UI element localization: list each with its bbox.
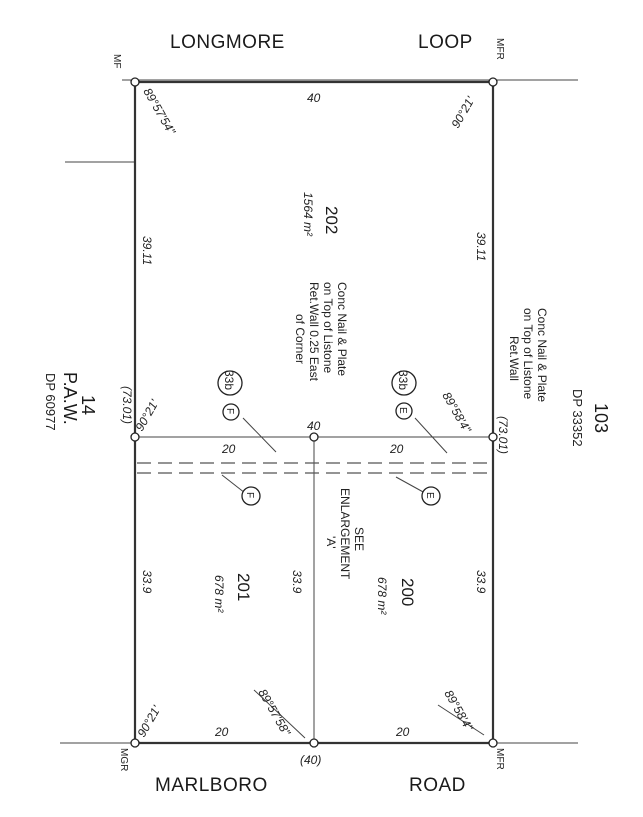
callout-33b-right-label: 33b: [396, 370, 410, 390]
callout-e-upper-circle: [395, 402, 413, 420]
survey-mark-mid-right: [488, 432, 498, 442]
distance-right-upper: 39.11: [474, 232, 488, 261]
lot-200-area: 678 m²: [375, 577, 389, 615]
note-center: Conc Nail & Plate on Top of Listone Ret.…: [293, 282, 349, 382]
bearing-bottom-left: 90°21': [134, 703, 163, 740]
bearing-mid-right: 89°58'4": [439, 390, 474, 436]
distance-middle: 40: [307, 419, 321, 433]
distance-right-total: (73.01): [496, 416, 510, 454]
street-name-loop: LOOP: [418, 32, 473, 53]
see-line-2: ENLARGEMENT: [338, 488, 352, 580]
bearing-top-left: 89°57'54": [140, 86, 178, 138]
distance-mid-right-seg: 20: [389, 442, 404, 456]
distance-left-total: (73.01): [120, 386, 134, 424]
callout-33b-left-label: 33b: [222, 370, 236, 390]
lot-200-number: 200: [398, 578, 417, 606]
distance-top: 40: [307, 91, 321, 105]
corner-mark-bottom-right: MFR: [494, 748, 505, 770]
bearing-leader-bottom: [253, 689, 306, 739]
survey-mark-mid-left: [130, 432, 140, 442]
street-name-road: ROAD: [409, 775, 466, 796]
see-line-1: SEE: [352, 527, 366, 551]
neighbour-right-lot: 103 DP 33352: [570, 389, 611, 447]
distance-mid-lower: 33.9: [290, 570, 304, 594]
bearing-leader-bottom-right: [437, 704, 485, 736]
callout-33b-left: 33b F: [217, 370, 243, 421]
distance-mid-left-seg: 20: [221, 442, 236, 456]
note-right-line-3: Ret.Wall: [507, 336, 521, 381]
lot-201-number: 201: [234, 573, 253, 601]
distance-bottom-total: (40): [300, 753, 321, 767]
survey-mark-bottom-left: [130, 738, 140, 748]
callout-e-upper-label: E: [397, 407, 408, 414]
note-right-line-2: on Top of Listone: [521, 308, 535, 400]
distance-bottom-right-seg: 20: [395, 725, 410, 739]
distance-bottom-left-seg: 20: [214, 725, 229, 739]
bearing-top-right: 90°21': [448, 94, 477, 131]
neighbour-left-paw: 14 P.A.W. DP 60977: [43, 372, 98, 431]
see-line-3: 'A': [324, 536, 338, 549]
callout-leader-lower-right: [395, 476, 426, 494]
survey-mark-bottom-right: [488, 738, 498, 748]
neighbour-left-number: 14: [78, 395, 98, 415]
note-right: Conc Nail & Plate on Top of Listone Ret.…: [507, 308, 549, 402]
callout-f-upper-circle: [222, 403, 240, 421]
callout-33b-right: 33b E: [391, 370, 417, 420]
callout-f-upper-label: F: [224, 408, 235, 414]
distance-left-upper: 39.11: [140, 236, 154, 265]
see-enlargement-note: SEE ENLARGEMENT 'A': [324, 488, 366, 580]
street-name-longmore: LONGMORE: [170, 32, 285, 53]
neighbour-left-dp: DP 60977: [43, 373, 58, 431]
callout-e-lower-circle: [421, 486, 441, 506]
callout-f-lower-label: F: [244, 492, 255, 498]
note-right-line-1: Conc Nail & Plate: [535, 308, 549, 402]
bearing-mid-left: 90°21': [132, 397, 161, 434]
distance-left-lower: 33.9: [140, 570, 154, 594]
neighbour-left-type: P.A.W.: [60, 372, 80, 425]
corner-mark-bottom-left: MGR: [118, 748, 129, 771]
street-name-marlboro: MARLBORO: [155, 775, 268, 796]
note-center-line-1: Conc Nail & Plate: [335, 282, 349, 376]
note-center-line-4: of Corner: [293, 314, 307, 364]
neighbour-right-dp: DP 33352: [570, 389, 585, 447]
survey-mark-bottom-center: [309, 738, 319, 748]
bearing-bottom-mid: 89°57'58": [255, 687, 293, 739]
survey-mark-top-left: [130, 77, 140, 87]
survey-mark-mid-center: [309, 432, 319, 442]
callout-33b-left-circle: [217, 370, 243, 396]
callout-f-lower: F: [241, 486, 261, 506]
lot-202-number: 202: [322, 206, 341, 234]
callout-leader-right: [414, 417, 448, 454]
callout-e-lower-label: E: [424, 492, 435, 499]
survey-mark-top-right: [488, 77, 498, 87]
callout-leader-left: [242, 417, 277, 453]
lot-202-area: 1564 m²: [301, 192, 315, 237]
note-center-line-3: Ret.Wall 0.25 East: [307, 282, 321, 382]
note-center-line-2: on Top of Listone: [321, 282, 335, 374]
callout-leader-lower-left: [221, 474, 246, 494]
distance-right-lower: 33.9: [474, 570, 488, 594]
corner-mark-top-left: MF: [111, 54, 122, 68]
callout-f-lower-circle: [241, 486, 261, 506]
callout-33b-right-circle: [391, 370, 417, 396]
corner-mark-top-right: MFR: [494, 38, 505, 60]
lot-201-area: 678 m²: [212, 575, 226, 613]
neighbour-right-number: 103: [591, 403, 611, 433]
callout-e-lower: E: [421, 486, 441, 506]
